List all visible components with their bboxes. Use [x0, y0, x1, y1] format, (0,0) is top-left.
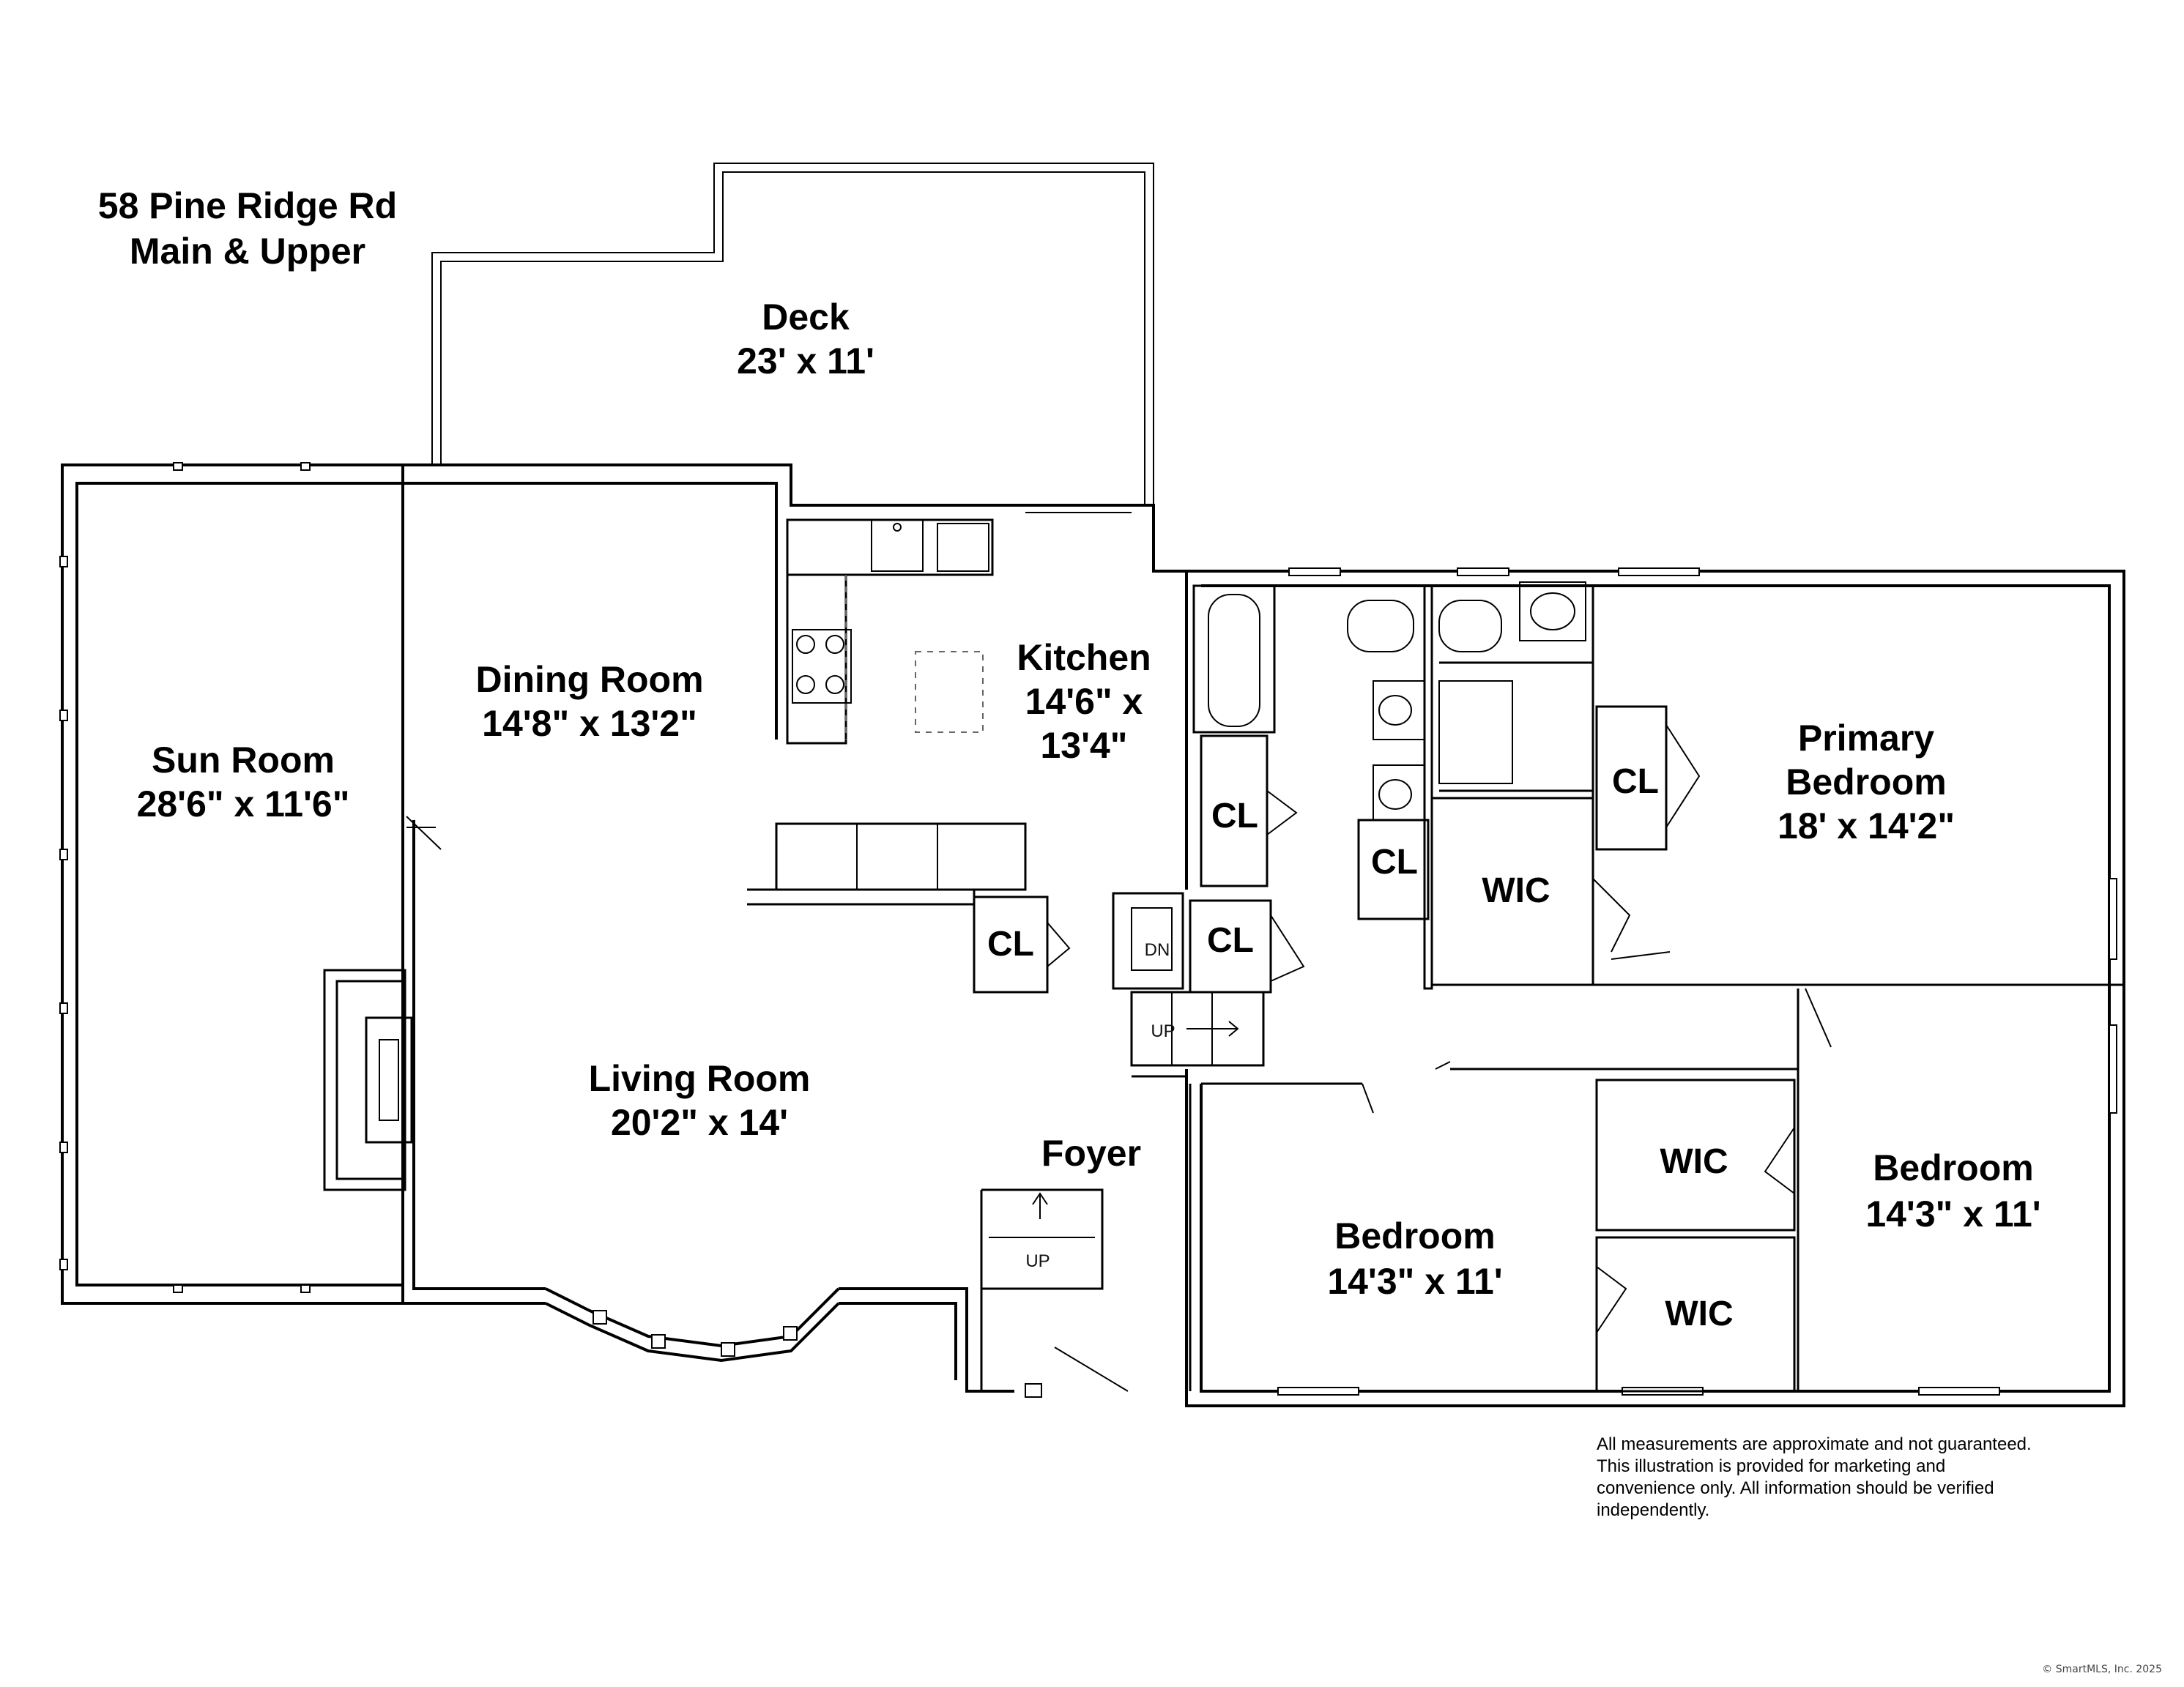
deck-label: Deck	[762, 297, 850, 338]
wic-label-primary: WIC	[1482, 871, 1550, 910]
stair-up-label-1: UP	[1151, 1021, 1175, 1041]
dining-room-dims: 14'8" x 13'2"	[482, 703, 697, 744]
deck-dims: 23' x 11'	[737, 340, 874, 381]
interior-partitions	[973, 586, 2124, 1398]
copyright: © SmartMLS, Inc. 2025	[2042, 1664, 2162, 1675]
bedroom-right-dims: 14'3" x 11'	[1865, 1193, 2040, 1234]
fireplace	[323, 969, 413, 1191]
foyer-label: Foyer	[1041, 1133, 1141, 1174]
primary-bedroom-dims: 18' x 14'2"	[1778, 805, 1955, 846]
living-room-label: Living Room	[589, 1058, 811, 1099]
sun-room-walls	[59, 462, 404, 1305]
sun-room-label: Sun Room	[152, 740, 335, 781]
wic-label-lower: WIC	[1665, 1295, 1733, 1333]
dining-room-label: Dining Room	[475, 659, 703, 700]
stair-up-label-2: UP	[1025, 1251, 1050, 1271]
sun-room-dims: 28'6" x 11'6"	[137, 783, 350, 824]
primary-bedroom-label-2: Bedroom	[1786, 761, 1946, 802]
kitchen-label: Kitchen	[1017, 637, 1151, 678]
kitchen-fixtures	[775, 512, 1188, 891]
dining-living-walls	[401, 463, 1186, 1393]
closet-label-3: CL	[1612, 762, 1659, 801]
kitchen-dims-2: 13'4"	[1040, 725, 1127, 766]
closet-label-2: CL	[1371, 843, 1418, 882]
living-room-dims: 20'2" x 14'	[611, 1102, 788, 1143]
bedroom-center-label: Bedroom	[1334, 1215, 1495, 1256]
bedroom-center-dims: 14'3" x 11'	[1327, 1261, 1502, 1302]
floors-subtitle: Main & Upper	[130, 231, 365, 272]
primary-bedroom-label-1: Primary	[1798, 718, 1934, 759]
closet-label-5: CL	[1207, 921, 1254, 960]
closet-label-1: CL	[1211, 797, 1258, 835]
wic-label-upper: WIC	[1660, 1142, 1728, 1181]
address-title: 58 Pine Ridge Rd	[98, 185, 397, 226]
bedroom-right-label: Bedroom	[1873, 1147, 2033, 1188]
deck-outline	[431, 163, 1154, 505]
stair-down-label: DN	[1145, 940, 1170, 960]
closet-label-4: CL	[987, 925, 1034, 964]
disclaimer: All measurements are approximate and not…	[1597, 1434, 2032, 1520]
bay-window	[545, 1287, 840, 1363]
bathroom-fixtures	[1192, 581, 1594, 990]
kitchen-dims-1: 14'6" x	[1025, 681, 1143, 722]
